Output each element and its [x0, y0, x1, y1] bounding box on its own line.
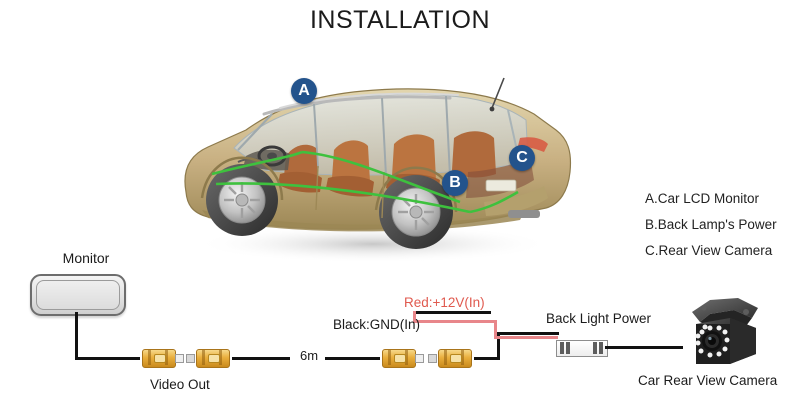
callout-marker-a: A — [291, 78, 317, 104]
inline-power-connector-icon — [556, 340, 608, 357]
video-out-label: Video Out — [150, 377, 210, 392]
wire-connector-to-camera — [605, 346, 683, 349]
legend-item-a: A.Car LCD Monitor — [645, 191, 760, 206]
wire-rca2-right — [474, 357, 500, 360]
wire-red-top — [413, 311, 491, 314]
wire-black-riser — [497, 332, 500, 360]
car-cutaway-illustration — [168, 52, 578, 267]
wire-rca1-to-length — [232, 357, 290, 360]
rear-view-camera-icon — [680, 296, 766, 368]
wire-red-to-connector — [494, 336, 558, 339]
rca-connector-icon — [138, 349, 184, 368]
legend-item-b: B.Back Lamp's Power — [645, 217, 777, 232]
power-wire-label: Red:+12V(In) — [404, 295, 485, 310]
rca-connector-icon — [378, 349, 424, 368]
wire-red-segment — [413, 320, 497, 323]
legend-item-c: C.Rear View Camera — [645, 243, 773, 258]
callout-marker-c: C — [509, 145, 535, 171]
wire-monitor-to-rca1 — [75, 357, 140, 360]
rca-connector-icon — [428, 349, 474, 368]
monitor-screen — [36, 280, 120, 310]
cable-length-label: 6m — [300, 348, 319, 363]
wire-length-to-rca2 — [325, 357, 380, 360]
wire-black-to-connector — [497, 332, 559, 335]
wire-monitor-drop — [75, 312, 78, 360]
wire-red-drop-left — [413, 311, 416, 323]
wire-red-riser — [494, 320, 497, 338]
monitor-label: Monitor — [62, 250, 110, 266]
ground-wire-label: Black:GND(In) — [333, 317, 421, 332]
rca-connector-icon — [186, 349, 232, 368]
back-light-power-label: Back Light Power — [546, 311, 652, 326]
camera-label: Car Rear View Camera — [638, 373, 778, 388]
lcd-monitor-icon — [30, 274, 126, 316]
page-title: INSTALLATION — [309, 6, 491, 34]
callout-marker-b: B — [442, 170, 468, 196]
legend: A.Car LCD Monitor B.Back Lamp's Power C.… — [645, 186, 800, 264]
